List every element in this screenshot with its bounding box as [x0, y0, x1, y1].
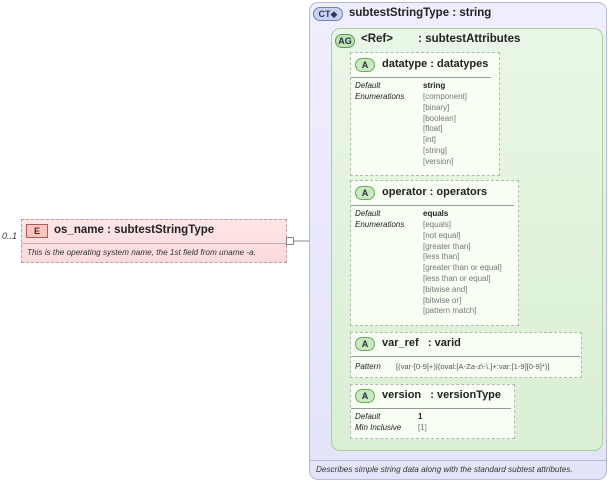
default-label: Default: [355, 209, 381, 218]
attribute-title: version : versionType: [382, 389, 502, 401]
attribute-version[interactable]: [350, 384, 515, 439]
attribute-divider: [351, 408, 511, 409]
enumeration-item: [greater than or equal]: [423, 263, 502, 273]
attribute-title: var_ref : varid: [382, 337, 461, 349]
complex-type-name: subtestStringType: [349, 7, 450, 19]
min-inclusive-label: Min Inclusive: [355, 423, 402, 432]
enumeration-item: [less than or equal]: [423, 273, 491, 283]
complex-type-title[interactable]: subtestStringType : string: [349, 7, 492, 19]
enumeration-list: [component] [binary] [boolean] [float] […: [423, 92, 467, 168]
attribute-group-ref: <Ref>: [361, 33, 393, 45]
element-type-separator: :: [107, 224, 115, 236]
attribute-divider: [351, 205, 514, 206]
attribute-group-title[interactable]: <Ref> : subtestAttributes: [361, 33, 521, 45]
element-badge: E: [26, 224, 48, 238]
enumeration-item: [component]: [423, 92, 468, 101]
element-box[interactable]: [21, 219, 287, 263]
enumeration-item: [not equal]: [423, 230, 461, 240]
element-type: subtestStringType: [114, 224, 215, 236]
attribute-divider: [351, 77, 491, 78]
attribute-var-ref[interactable]: [350, 332, 582, 378]
pattern-value: [(var-[0-9]+)|(oval:[A-Za-z\-\.]+:var:[1…: [396, 362, 550, 371]
default-value: equals: [423, 209, 449, 218]
enumeration-item: [version]: [423, 156, 454, 166]
pattern-label: Pattern: [355, 362, 381, 371]
enumeration-list: [equals] [not equal] [greater than] [les…: [423, 220, 502, 317]
default-value: string: [423, 81, 446, 90]
element-divider: [22, 243, 286, 244]
enumeration-item: [bitwise or]: [423, 295, 462, 305]
default-value: 1: [418, 412, 423, 421]
attribute-badge: A: [355, 337, 375, 351]
enumeration-item: [pattern match]: [423, 306, 477, 316]
attribute-datatype[interactable]: [350, 52, 500, 176]
default-label: Default: [355, 412, 381, 421]
enumeration-item: [boolean]: [423, 113, 456, 123]
enumeration-item: [equals]: [423, 220, 452, 229]
complex-type-base: string: [459, 7, 492, 19]
attribute-divider: [351, 356, 580, 357]
enumerations-label: Enumerations: [355, 92, 405, 101]
enumeration-item: [bitwise and]: [423, 284, 468, 294]
attribute-operator[interactable]: [350, 180, 519, 326]
attribute-badge: A: [355, 58, 375, 72]
occurrence-label: 0..1: [2, 231, 18, 241]
element-name: os_name: [54, 224, 104, 236]
attribute-group-badge: AG: [335, 34, 355, 48]
enumeration-item: [int]: [423, 135, 436, 145]
default-label: Default: [355, 81, 381, 90]
attribute-badge: A: [355, 186, 375, 200]
enumeration-item: [binary]: [423, 102, 450, 112]
element-description: This is the operating system name, the 1…: [27, 248, 256, 257]
attribute-badge: A: [355, 389, 375, 403]
enumeration-item: [float]: [423, 124, 443, 134]
enumeration-item: [string]: [423, 145, 448, 155]
complex-type-divider: [310, 460, 606, 461]
enumeration-item: [greater than]: [423, 241, 471, 251]
enumeration-item: [less than]: [423, 252, 460, 262]
min-inclusive-value: [1]: [418, 423, 427, 432]
enumerations-label: Enumerations: [355, 220, 405, 229]
complex-type-badge: CT◆: [313, 7, 343, 21]
complex-type-description: Describes simple string data along with …: [316, 465, 573, 474]
expand-connector[interactable]: [286, 237, 294, 245]
attribute-title: operator : operators: [382, 186, 488, 198]
element-title[interactable]: os_name : subtestStringType: [54, 224, 214, 236]
attribute-group-name: subtestAttributes: [425, 33, 521, 45]
attribute-title: datatype : datatypes: [382, 58, 489, 70]
